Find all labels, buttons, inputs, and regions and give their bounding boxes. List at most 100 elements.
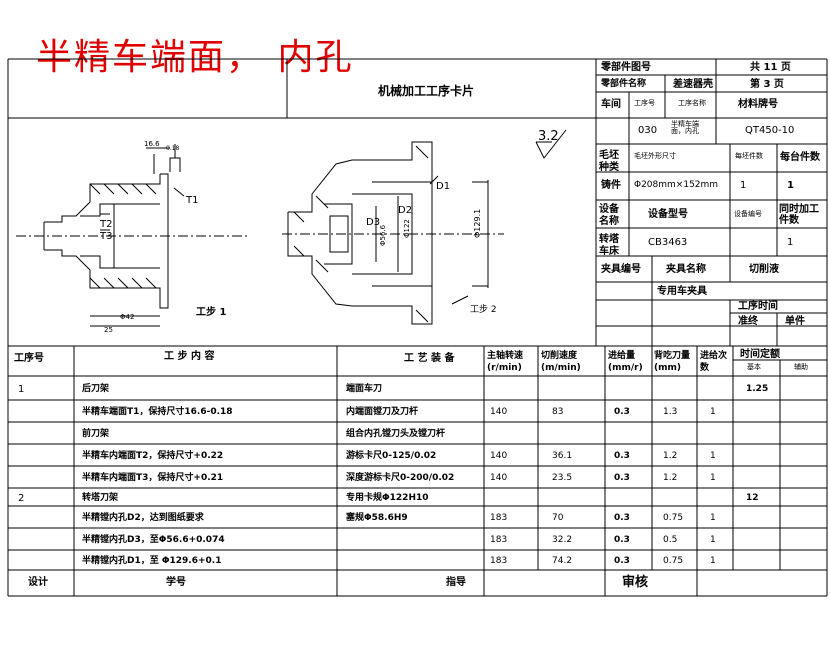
fixture-name-label: 夹具名称 [666,264,706,275]
row-3-content: 半精车内端面T2，保持尺寸+0.22 [82,451,224,461]
th-time-quota: 时间定额 [740,349,780,360]
equip-model-label: 设备型号 [648,209,688,220]
row-1-n: 140 [490,407,508,417]
roughness-symbol [535,129,567,159]
row-7-i: 1 [710,535,716,545]
dim-56: Φ56.6 [379,224,387,246]
row-1-equip: 内端面镗刀及刀杆 [346,407,419,417]
blank-size: Φ208mm×152mm [634,180,719,190]
page-title: 半精车端面， 内孔 [36,37,354,78]
row-4-f: 0.3 [614,473,630,483]
simul-parts-label: 同时加工件数 [779,204,819,226]
th-step-content: 工 步 内 容 [164,351,215,362]
fixture-name: 专用车夹具 [657,286,707,297]
row-1-content: 半精车端面T1，保持尺寸16.6-0.18 [82,407,233,417]
material: QT450-10 [745,125,795,136]
casting: 铸件 [601,180,621,191]
row-6-v: 70 [552,513,564,523]
dim-25: 25 [104,326,113,334]
equip-name-label: 设备名称 [599,204,619,227]
row-6-i: 1 [710,513,716,523]
row-3-ap: 1.2 [663,451,678,461]
dim-42: Φ42 [120,313,135,321]
th-equipment: 工 艺 装 备 [404,353,455,364]
row-0-equip: 端面车刀 [346,384,383,394]
unit-label: 单件 [785,316,805,327]
row-7-content: 半精镗内孔D3，至Φ56.6+0.074 [82,535,225,545]
row-1-f: 0.3 [614,407,630,417]
row-0-t: 1.25 [746,384,769,394]
row-4-content: 半精车内端面T3，保持尺寸+0.21 [82,473,224,483]
row-3-n: 140 [490,451,508,461]
drawing-step2 [282,141,504,325]
blank-kind-label: 毛坯种类 [599,150,619,173]
material-label: 材料牌号 [738,99,778,110]
label-T1: T1 [186,195,199,206]
th-spindle: 主轴转速 (r/min) [487,351,524,373]
row-2-equip: 组合内孔镗刀头及镗刀杆 [346,429,446,439]
row-4-equip: 深度游标卡尺0-200/0.02 [346,473,455,483]
simul-parts: 1 [787,237,794,248]
row-8-v: 74.2 [552,556,573,566]
row-1-i: 1 [710,407,716,417]
row-0-content: 后刀架 [82,384,110,394]
row-8-i: 1 [710,556,716,566]
lathe: 转塔车床 [599,234,619,257]
coolant-label: 切削液 [749,264,779,275]
row-6-f: 0.3 [614,513,630,523]
row-3-f: 0.3 [614,451,630,461]
dim-129: Φ129.1 [473,208,482,238]
per-unit: 1 [787,180,794,191]
th-passes: 进给次数 [700,351,728,373]
th-step-no: 工序号 [14,353,44,364]
row-1-v: 83 [552,407,564,417]
label-T2: T2 [100,219,113,230]
row-4-ap: 1.2 [663,473,678,483]
roughness-value: 3.2 [538,129,559,144]
card-title: 机械加工工序卡片 [378,84,475,98]
dim-018: 0.18 [166,145,180,152]
th-depth: 背吃刀量 (mm) [654,351,691,373]
row-7-v: 32.2 [552,535,573,545]
model: CB3463 [648,237,688,248]
time-label: 工序时间 [738,301,778,312]
prep-label: 准终 [738,316,758,327]
row-4-i: 1 [710,473,716,483]
row-4-n: 140 [490,473,508,483]
row-1-ap: 1.3 [663,407,678,417]
fixture-no-label: 夹具编号 [601,264,641,275]
part-name-label: 零部件名称 [601,79,647,89]
equip-no-label: 设备编号 [734,210,762,218]
row-6-n: 183 [490,513,508,523]
drawing-step1 [16,144,250,327]
row-6-equip: 塞规Φ58.6H9 [346,513,408,523]
row-7-f: 0.3 [614,535,630,545]
label-D3: D3 [366,217,381,228]
row-6-content: 半精镗内孔D2，达到图纸要求 [82,513,204,523]
row-4-v: 23.5 [552,473,573,483]
per-unit-label: 每台件数 [780,152,820,163]
th-aux: 辅助 [794,363,808,371]
th-basic: 基本 [747,363,761,371]
row-7-ap: 0.5 [663,535,678,545]
label-D2: D2 [398,205,413,216]
dim-16-6: 16.6 [144,140,160,148]
row-2-content: 前刀架 [82,429,110,439]
dim-122: Φ122 [403,219,411,238]
per-blank-label: 每坯件数 [735,152,763,160]
th-speed: 切削速度 (m/min) [541,351,581,373]
row-5-t: 12 [746,493,759,503]
row-7-n: 183 [490,535,508,545]
row-8-f: 0.3 [614,556,630,566]
row-8-content: 半精镗内孔D1，至 Φ129.6+0.1 [82,556,222,566]
per-blank: 1 [740,180,747,191]
blank-size-label: 毛坯外形尺寸 [634,152,676,160]
footer-advisor: 指导 [446,577,466,588]
footer-design: 设计 [28,577,48,588]
total-pages: 共 11 页 [750,62,791,73]
footer-review: 审核 [622,575,649,590]
op-no: 030 [638,125,658,136]
part-name: 差速器壳 [673,79,713,90]
workshop-label: 车间 [601,99,621,110]
row-0-no: 1 [18,384,25,395]
